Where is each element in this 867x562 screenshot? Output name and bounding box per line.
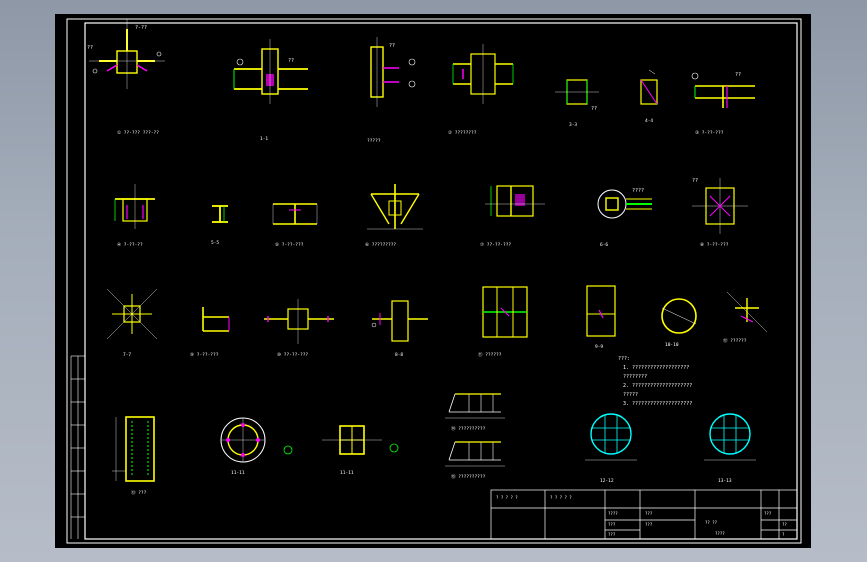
detail-10[interactable] xyxy=(272,203,318,225)
caption-detail-9: 5-5 xyxy=(211,240,219,246)
caption-detail-28: 12-12 xyxy=(600,478,614,484)
caption-detail-8: ④ ?-??-?? xyxy=(117,242,143,248)
svg-text:????: ???? xyxy=(632,188,644,194)
outer-frame xyxy=(66,18,802,544)
drawing-sub-title: ???? xyxy=(715,531,725,536)
detail-22[interactable] xyxy=(726,291,768,333)
detail-9[interactable] xyxy=(212,205,228,223)
caption-detail-21: 10-10 xyxy=(665,342,679,348)
title-cell: ? ? ? ? ? xyxy=(550,495,572,500)
caption-detail-22: ⑫ ?????? xyxy=(723,337,747,344)
detail-14[interactable]: ?? xyxy=(692,178,748,234)
caption-detail-2: 1-1 xyxy=(260,136,268,142)
title-cell: ??? xyxy=(645,522,653,527)
title-cell: ??? xyxy=(608,532,616,537)
detail-15[interactable] xyxy=(106,288,158,340)
detail-captions: ① ??-??? ???-?? 1-1 ????? ② ???????? 3-3… xyxy=(117,118,747,496)
detail-1[interactable]: ?-?? ?? xyxy=(87,19,165,89)
general-notes: ???: 1. ??????????????????? ???????? 2. … xyxy=(618,356,692,407)
note-line: 1. ??????????????????? xyxy=(623,365,689,371)
caption-detail-3: ????? xyxy=(367,138,381,144)
detail-16[interactable] xyxy=(202,307,230,332)
caption-detail-7: ③ ?-??-??? xyxy=(695,130,724,136)
caption-detail-17: ⑩ ??-??-??? xyxy=(277,352,308,358)
title-cell: ???? xyxy=(608,511,618,516)
detail-25[interactable] xyxy=(322,425,399,455)
svg-text:??: ?? xyxy=(591,106,597,112)
detail-24[interactable] xyxy=(220,417,293,463)
detail-6[interactable] xyxy=(640,69,658,105)
caption-detail-13: 6-6 xyxy=(600,242,608,248)
detail-2[interactable]: ?? xyxy=(233,39,308,104)
detail-8[interactable] xyxy=(114,184,155,229)
detail-27[interactable] xyxy=(445,441,505,467)
note-line: ???????? xyxy=(623,374,647,380)
svg-text:??: ?? xyxy=(87,45,93,51)
note-line: ????? xyxy=(623,392,638,398)
detail-17[interactable] xyxy=(264,299,334,344)
detail-28[interactable] xyxy=(585,413,637,461)
detail-21[interactable] xyxy=(661,298,697,334)
detail-19[interactable] xyxy=(482,286,528,338)
detail-29[interactable] xyxy=(704,413,756,461)
title-block-text: ? ? ? ? ? ? ? ? ? ? ???? ??? ??? ??? ???… xyxy=(496,495,787,537)
detail-5[interactable]: ?? xyxy=(555,79,599,112)
title-cell: ? ? ? ? ? xyxy=(496,495,518,500)
detail-4[interactable] xyxy=(452,44,514,104)
caption-detail-23: ⑬ ??? xyxy=(131,489,147,496)
cad-drawing[interactable]: ?-?? ?? ?? ?? xyxy=(55,14,811,548)
detail-18[interactable] xyxy=(371,300,428,342)
drawing-title: ?? ?? xyxy=(705,520,718,525)
caption-detail-24: 11-11 xyxy=(231,470,245,476)
caption-detail-29: 13-13 xyxy=(718,478,732,484)
title-cell: ??? xyxy=(645,511,653,516)
svg-text:?-??: ?-?? xyxy=(135,25,147,31)
caption-detail-15: 7-7 xyxy=(123,352,131,358)
caption-detail-27: ⑮ ?????????? xyxy=(451,473,486,480)
svg-text:??: ?? xyxy=(389,43,395,49)
notes-heading: ???: xyxy=(618,356,630,362)
detail-20[interactable] xyxy=(586,285,616,337)
caption-detail-20: 9-9 xyxy=(595,344,603,350)
detail-3[interactable]: ?? xyxy=(370,37,416,107)
caption-detail-11: ⑥ ????????? xyxy=(365,242,396,248)
drawing-sheet: ?-?? ?? ?? ?? xyxy=(55,14,811,548)
caption-detail-4: ② ???????? xyxy=(448,130,477,136)
title-block xyxy=(490,489,798,540)
caption-detail-1: ① ??-??? ???-?? xyxy=(117,130,159,136)
drawing-number: ?? xyxy=(782,522,787,527)
drawing-scale: ? xyxy=(782,532,785,537)
detail-26[interactable] xyxy=(445,393,505,419)
detail-23[interactable] xyxy=(112,416,155,482)
caption-detail-12: ⑦ ??-??-??? xyxy=(480,242,511,248)
caption-detail-25: 11-11 xyxy=(340,470,354,476)
caption-detail-26: ⑭ ?????????? xyxy=(451,425,486,432)
note-line: 3. ???????????????????? xyxy=(623,401,692,407)
detail-11[interactable] xyxy=(367,184,423,230)
title-cell: ??? xyxy=(608,522,616,527)
caption-detail-6: 4-4 xyxy=(645,118,653,124)
detail-7[interactable]: ?? xyxy=(691,72,755,108)
svg-text:??: ?? xyxy=(735,72,741,78)
inner-frame xyxy=(84,22,798,540)
caption-detail-18: 8-8 xyxy=(395,352,403,358)
caption-detail-16: ⑨ ?-??-??? xyxy=(190,352,219,358)
caption-detail-14: ⑧ ?-??-??? xyxy=(700,242,729,248)
caption-detail-10: ⑤ ?-??-??? xyxy=(275,242,304,248)
caption-detail-19: ⑪ ?????? xyxy=(478,351,502,358)
binding-strip xyxy=(70,355,85,539)
note-line: 2. ???????????????????? xyxy=(623,383,692,389)
caption-detail-5: 3-3 xyxy=(569,122,577,128)
detail-12[interactable] xyxy=(485,185,545,217)
title-cell: ??? xyxy=(764,511,772,516)
detail-13[interactable]: ???? xyxy=(597,188,652,219)
svg-text:??: ?? xyxy=(288,58,294,64)
svg-text:??: ?? xyxy=(692,178,698,184)
